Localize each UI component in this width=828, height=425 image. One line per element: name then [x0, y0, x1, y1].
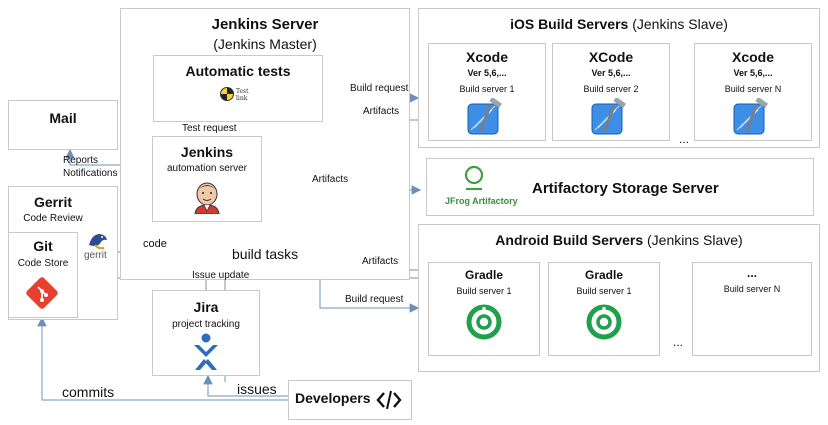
git-title: Git: [33, 238, 53, 254]
android-title-rest: (Jenkins Slave): [643, 232, 743, 248]
label-artifacts-android: Artifacts: [362, 256, 399, 267]
ios-server-1-label: Build server 1: [459, 84, 515, 94]
xcode-icon: [591, 98, 627, 135]
gerrit-title: Gerrit: [33, 194, 73, 210]
artifactory-box: [426, 158, 814, 216]
label-code: code: [143, 238, 167, 250]
label-issue-update: Issue update: [192, 270, 250, 281]
mail-box: [8, 100, 118, 150]
jfrog-icon: [464, 165, 484, 191]
android-build-servers-title: Android Build Servers (Jenkins Slave): [418, 232, 820, 248]
xcode-icon: [733, 98, 769, 135]
jenkins-title: Jenkins: [180, 144, 234, 160]
ios-server-2-label: Build server 2: [583, 84, 639, 94]
label-commits: commits: [62, 384, 115, 400]
ios-server-1-name: Xcode: [465, 49, 508, 65]
label-issues: issues: [237, 381, 277, 397]
android-server-2-name: Gradle: [584, 268, 623, 282]
android-server-2-label: Build server 1: [576, 286, 632, 296]
jira-subtitle: project tracking: [172, 319, 240, 330]
git-subtitle: Code Store: [17, 258, 69, 269]
label-artifacts-store: Artifacts: [312, 174, 349, 185]
jenkins-subtitle: automation server: [166, 163, 248, 174]
ios-title-bold: iOS Build Servers: [510, 16, 629, 32]
ios-ellipsis: ...: [679, 132, 690, 146]
android-server-n: [692, 262, 812, 356]
label-reports: Reports: [63, 155, 99, 166]
label-artifacts-ios: Artifacts: [363, 106, 400, 117]
label-notifications: Notifications: [63, 168, 118, 179]
label-build-tasks: build tasks: [232, 246, 299, 262]
edge-commits: [37, 316, 288, 401]
testlink-icon: [220, 87, 234, 101]
gradle-icon: [586, 304, 622, 340]
android-ellipsis: ...: [673, 335, 684, 349]
jfrog-logo-text: JFrog Artifactory: [445, 196, 518, 206]
ios-server-n-label: Build server N: [724, 84, 782, 94]
android-server-n-label: Build server N: [723, 284, 781, 294]
ios-server-1-version: Ver 5,6,...: [467, 68, 507, 78]
developers-title: Developers: [295, 390, 371, 406]
ios-server-n-version: Ver 5,6,...: [733, 68, 773, 78]
label-test-request: Test request: [182, 123, 237, 134]
mail-title: Mail: [49, 110, 77, 126]
jira-icon: [194, 333, 218, 370]
gerrit-logo-text: gerrit: [84, 250, 107, 261]
ios-server-n-name: Xcode: [731, 49, 774, 65]
gradle-icon: [466, 304, 502, 340]
artifactory-title: Artifactory Storage Server: [532, 180, 719, 197]
gerrit-subtitle: Code Review: [23, 213, 83, 224]
developers-box: [288, 380, 412, 420]
gerrit-bird-icon: [89, 234, 107, 250]
label-build-request-ios: Build request: [350, 83, 409, 94]
edge-issues: [203, 374, 288, 397]
ios-server-2-name: XCode: [588, 49, 634, 65]
ios-title-rest: (Jenkins Slave): [628, 16, 728, 32]
testlink-logo-text: Test link: [236, 88, 249, 102]
android-title-bold: Android Build Servers: [495, 232, 644, 248]
jira-title: Jira: [193, 299, 219, 315]
automatic-tests-title: Automatic tests: [185, 63, 291, 79]
label-build-request-android: Build request: [345, 294, 404, 305]
automatic-tests-box: [153, 55, 323, 122]
git-icon: [26, 277, 58, 309]
android-server-n-name: ...: [746, 266, 757, 280]
android-server-1-label: Build server 1: [456, 286, 512, 296]
xcode-icon: [467, 98, 503, 135]
jenkins-server-title: Jenkins Server: [211, 16, 319, 33]
ios-build-servers-title: iOS Build Servers (Jenkins Slave): [418, 16, 820, 32]
jenkins-server-subtitle: (Jenkins Master): [213, 36, 317, 52]
jenkins-butler-icon: [194, 182, 220, 214]
ios-server-2-version: Ver 5,6,...: [591, 68, 631, 78]
code-brackets-icon: [376, 390, 402, 410]
android-server-1-name: Gradle: [464, 268, 503, 282]
